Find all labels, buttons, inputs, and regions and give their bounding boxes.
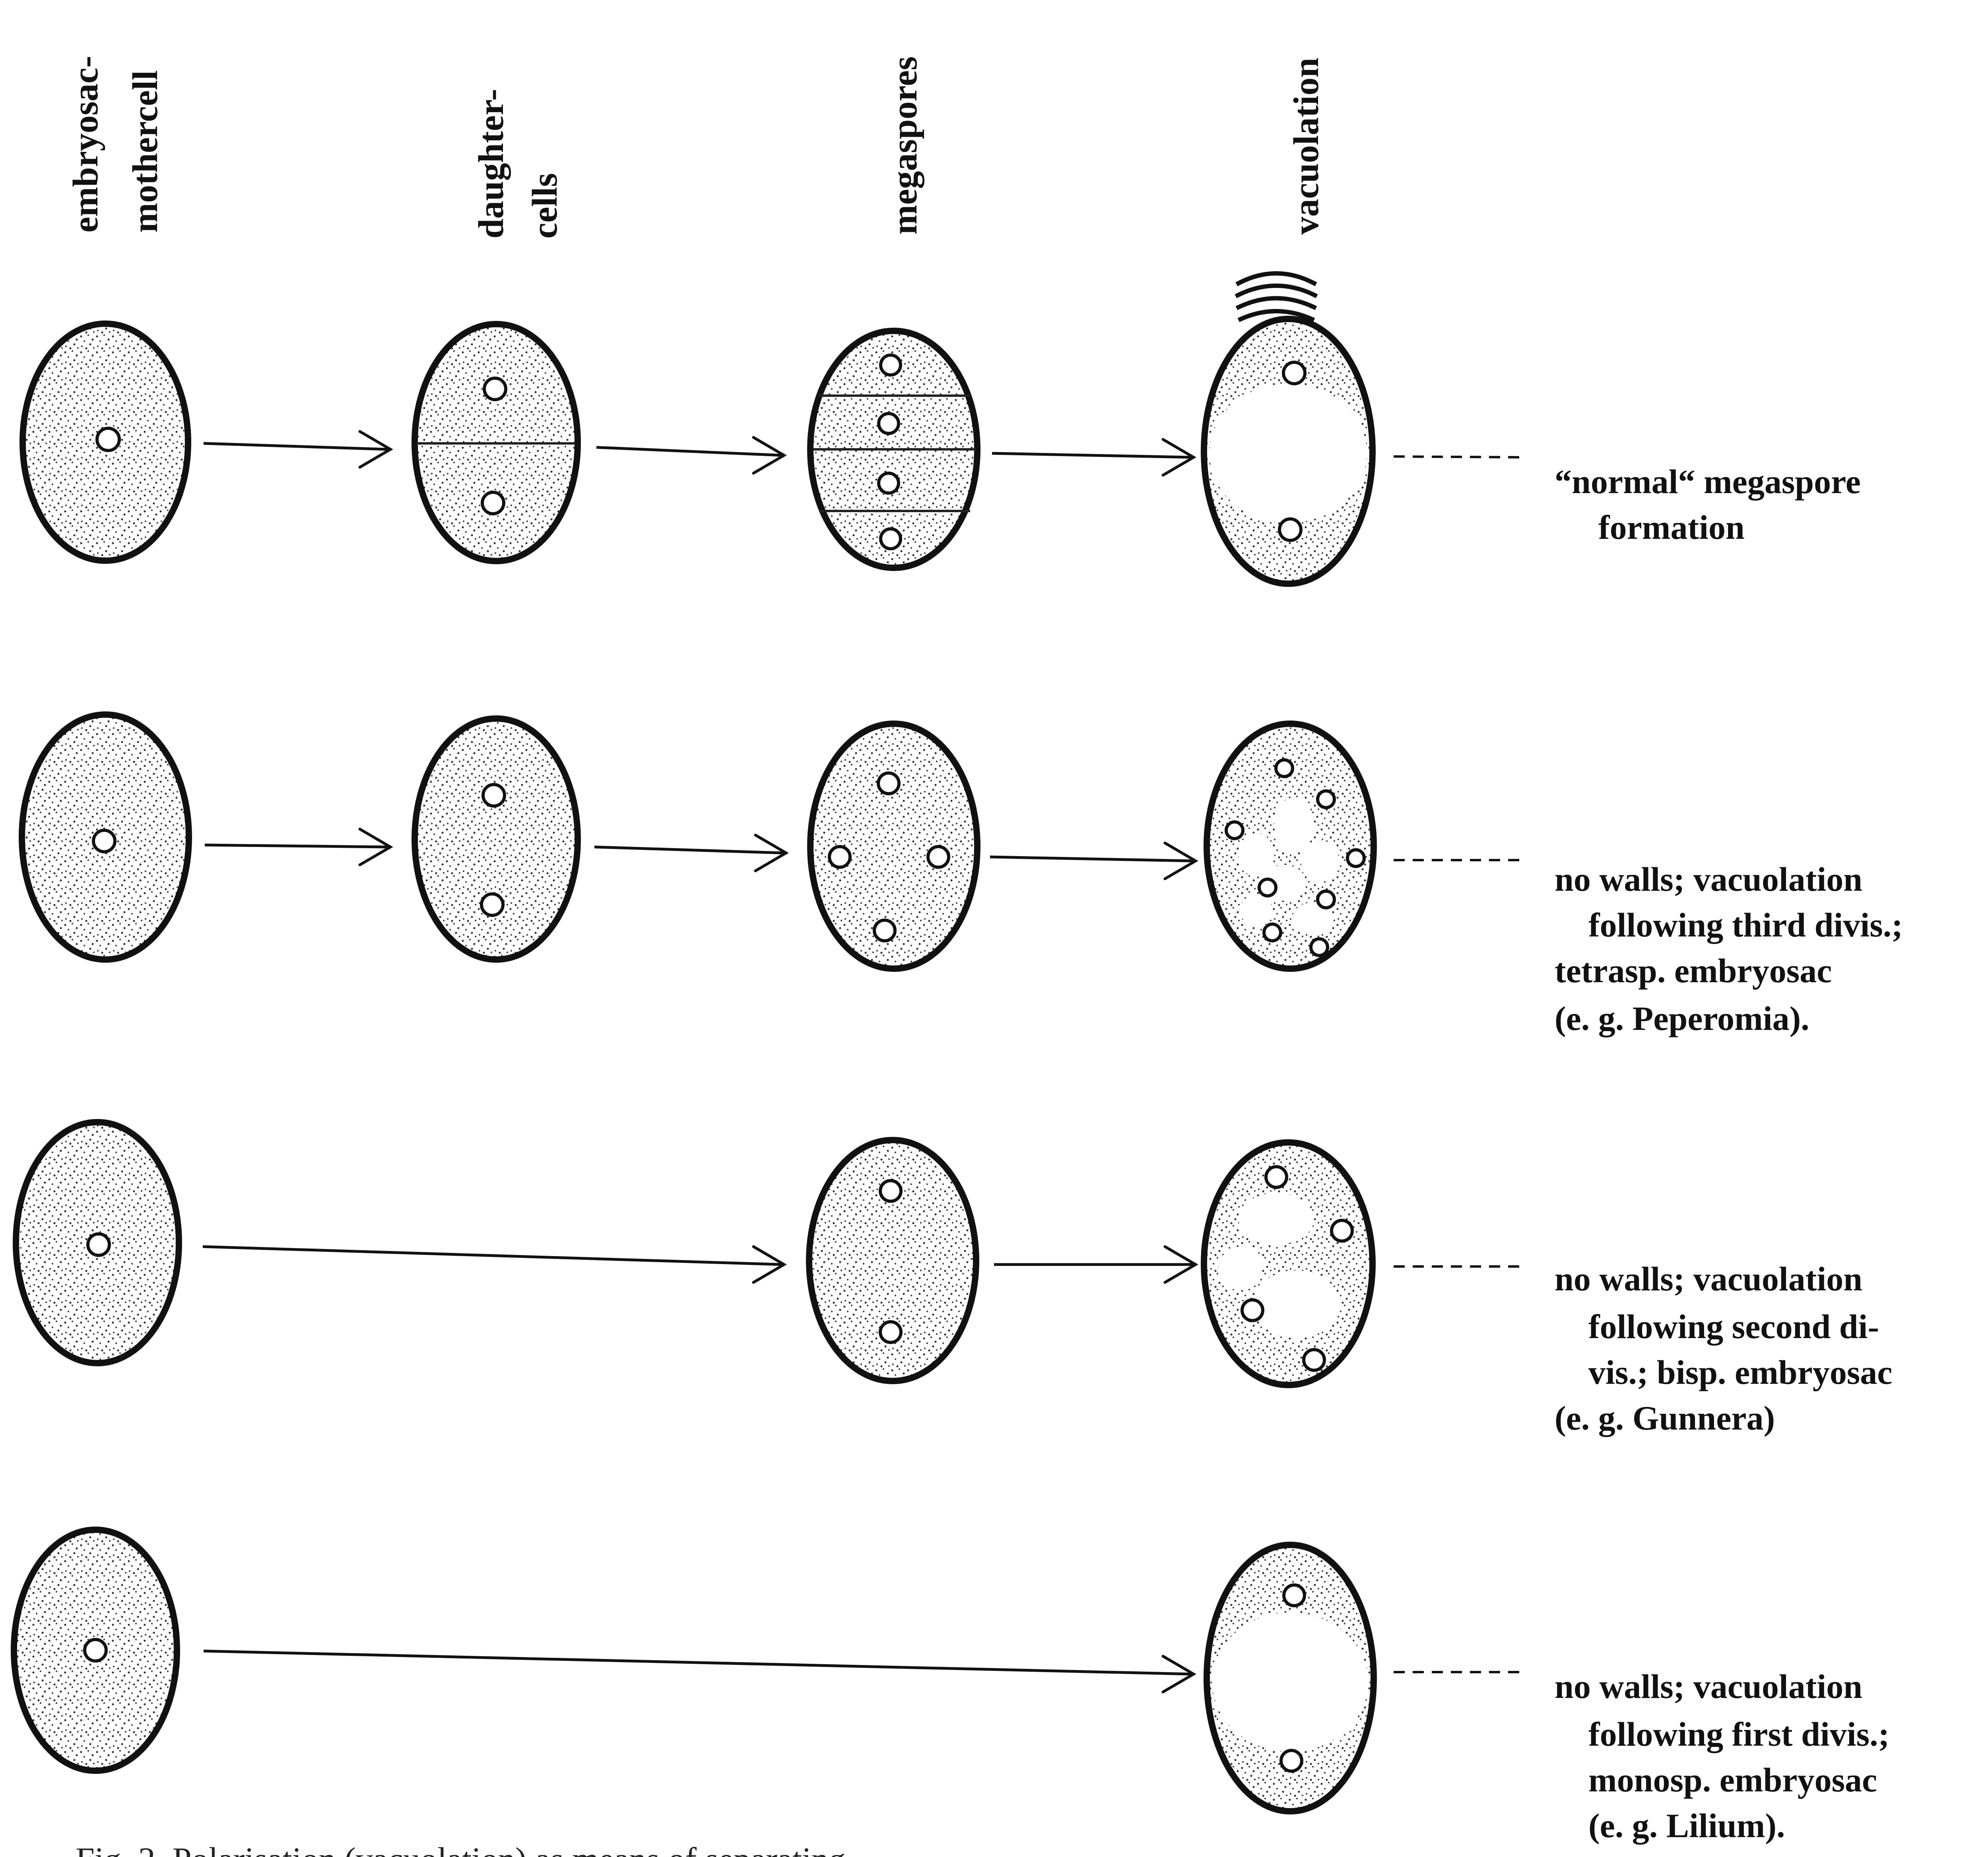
nucleus <box>1264 1165 1288 1189</box>
arrow <box>992 438 1196 477</box>
row-bisporic: no walls; vacuolation following second d… <box>13 1119 1901 1437</box>
arrow <box>594 833 789 872</box>
nucleus <box>926 845 950 869</box>
vacuole <box>1301 840 1339 882</box>
header-mothercell-line2: mothercell <box>126 70 165 233</box>
vacuole <box>1219 1247 1262 1290</box>
header-megaspores: megaspores <box>885 56 924 235</box>
vacuole <box>1274 797 1314 853</box>
vacuole <box>1239 833 1274 877</box>
arrow <box>203 430 393 469</box>
mother-cell <box>19 711 192 963</box>
nucleus <box>879 1320 903 1344</box>
header-daughter-line2: cells <box>525 173 565 239</box>
arrow <box>202 1245 787 1284</box>
vacuolated-cell <box>1201 271 1376 587</box>
megaspores <box>806 1137 979 1384</box>
vacuole <box>1212 1612 1368 1752</box>
nucleus <box>83 1638 108 1663</box>
header-mothercell: embryosac- mothercell <box>66 56 165 233</box>
nucleus <box>873 919 897 942</box>
nucleus <box>1274 758 1294 778</box>
row-description: “normal“ megaspore formation <box>1555 462 1869 546</box>
nucleus <box>481 783 506 808</box>
nucleus <box>1262 923 1282 942</box>
row-normal: “normal“ megaspore formation <box>19 271 1869 587</box>
nucleus <box>1225 820 1244 840</box>
mother-cell <box>11 1527 180 1774</box>
nucleus <box>1282 1583 1306 1607</box>
vacuole <box>1209 384 1367 523</box>
nucleus <box>879 354 902 377</box>
arrow <box>596 436 787 475</box>
row-description: no walls; vacuolation following third di… <box>1555 860 1911 1037</box>
nucleus <box>92 829 116 853</box>
nucleus <box>1258 878 1277 897</box>
nucleus <box>877 412 900 435</box>
nucleus <box>1278 517 1303 542</box>
arrow <box>994 1245 1198 1284</box>
vacuole <box>1292 903 1332 934</box>
nucleus <box>86 1232 111 1257</box>
leader-line <box>1393 455 1523 458</box>
row-description: no walls; vacuolation following first di… <box>1555 1667 1898 1845</box>
nucleus <box>879 527 902 550</box>
arrow <box>203 1649 1196 1694</box>
vacuolated-cell <box>1201 1139 1376 1388</box>
nucleus <box>1316 890 1336 909</box>
nucleus <box>877 771 901 795</box>
arrow <box>990 841 1198 880</box>
nucleus <box>1309 937 1329 957</box>
nucleus <box>1316 789 1336 809</box>
daughter-cells <box>412 321 581 564</box>
polarity-arcs <box>1235 271 1318 322</box>
nucleus <box>877 472 900 495</box>
nucleus <box>1282 361 1307 385</box>
nucleus <box>1346 848 1366 868</box>
vacuole <box>1252 1270 1340 1338</box>
figure-caption: Fig. 2. Polarisation (vacuolation) as me… <box>76 1840 871 1857</box>
nucleus <box>1302 1348 1326 1372</box>
nucleus <box>1330 1219 1354 1243</box>
nucleus <box>481 491 505 515</box>
nucleus <box>483 377 507 401</box>
row-monosporic: no walls; vacuolation following first di… <box>11 1527 1898 1845</box>
nucleus <box>828 845 852 869</box>
nucleus <box>879 1179 903 1203</box>
mother-cell <box>13 1119 182 1366</box>
header-daughter-line1: daughter- <box>472 89 511 239</box>
header-mothercell-line1: embryosac- <box>66 56 105 233</box>
vacuolated-cell <box>1204 721 1377 972</box>
mother-cell <box>19 321 191 564</box>
nucleus <box>1241 1298 1264 1322</box>
nucleus <box>95 427 121 452</box>
megaspores <box>807 721 980 972</box>
daughter-cells <box>412 715 581 963</box>
megaspores <box>807 328 980 571</box>
row-tetrasporic: no walls; vacuolation following third di… <box>19 711 1911 1037</box>
arrow <box>204 827 393 866</box>
vacuole <box>1239 1193 1314 1245</box>
nucleus <box>1279 1749 1303 1773</box>
header-vacuolation: vacuolation <box>1287 58 1326 235</box>
vacuole <box>1241 895 1272 927</box>
nucleus <box>480 892 505 917</box>
vacuolated-cell <box>1204 1542 1377 1814</box>
header-daughter-cells: daughter- cells <box>472 89 565 239</box>
row-description: no walls; vacuolation following second d… <box>1555 1260 1901 1437</box>
